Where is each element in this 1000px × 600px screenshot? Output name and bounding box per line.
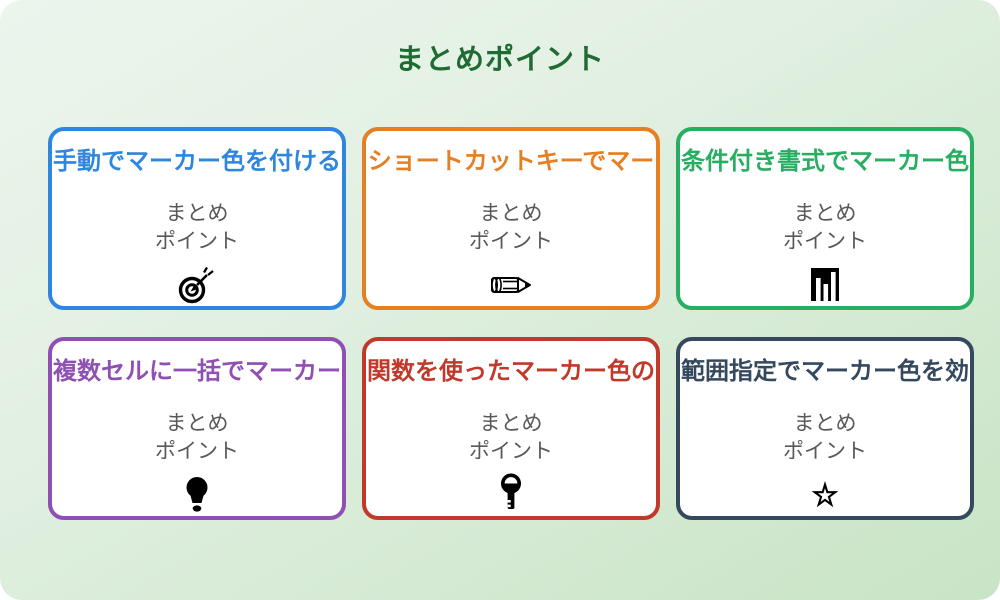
summary-card-manual-marker: 手動でマーカー色を付ける まとめ ポイント xyxy=(48,127,346,310)
target-icon xyxy=(52,262,342,306)
lightbulb-icon xyxy=(52,472,342,516)
card-grid: 手動でマーカー色を付ける まとめ ポイント ショートカットキーでマー まとめ xyxy=(48,127,974,520)
card-body-line: まとめ xyxy=(165,412,229,435)
summary-card-shortcut-key: ショートカットキーでマー まとめ ポイント xyxy=(362,127,660,310)
bar-chart-icon xyxy=(680,262,970,306)
card-body-line: ポイント xyxy=(155,440,239,463)
card-title: 条件付き書式でマーカー色 xyxy=(681,148,969,175)
card-title: 関数を使ったマーカー色の xyxy=(367,358,655,385)
card-body-line: まとめ xyxy=(793,202,857,225)
card-title: 複数セルに一括でマーカー xyxy=(53,358,341,385)
summary-card-range-marker: 範囲指定でマーカー色を効 まとめ ポイント xyxy=(676,337,974,520)
page-title: まとめポイント xyxy=(394,44,605,76)
card-body-line: まとめ xyxy=(165,202,229,225)
card-body-line: ポイント xyxy=(469,230,553,253)
card-body-line: ポイント xyxy=(469,440,553,463)
card-title-clip: 関数を使ったマーカー色の xyxy=(366,354,656,390)
card-title-clip: 範囲指定でマーカー色を効 xyxy=(680,354,970,390)
card-body-line: ポイント xyxy=(783,440,867,463)
card-title-clip: 複数セルに一括でマーカー xyxy=(52,354,342,390)
key-icon xyxy=(366,472,656,516)
card-title: 手動でマーカー色を付ける xyxy=(53,148,341,175)
star-icon xyxy=(680,472,970,516)
card-body-line: まとめ xyxy=(479,202,543,225)
card-body-line: まとめ xyxy=(793,412,857,435)
card-body-line: ポイント xyxy=(155,230,239,253)
card-title: ショートカットキーでマー xyxy=(367,148,655,175)
card-title: 範囲指定でマーカー色を効 xyxy=(681,358,969,385)
card-body-line: まとめ xyxy=(479,412,543,435)
card-title-clip: 手動でマーカー色を付ける xyxy=(52,144,342,180)
summary-card-conditional-format: 条件付き書式でマーカー色 まとめ ポイント xyxy=(676,127,974,310)
pencil-icon xyxy=(366,262,656,306)
summary-card-bulk-marker: 複数セルに一括でマーカー まとめ ポイント xyxy=(48,337,346,520)
card-body-line: ポイント xyxy=(783,230,867,253)
card-title-clip: 条件付き書式でマーカー色 xyxy=(680,144,970,180)
summary-card-function-marker: 関数を使ったマーカー色の まとめ ポイント xyxy=(362,337,660,520)
card-title-clip: ショートカットキーでマー xyxy=(366,144,656,180)
